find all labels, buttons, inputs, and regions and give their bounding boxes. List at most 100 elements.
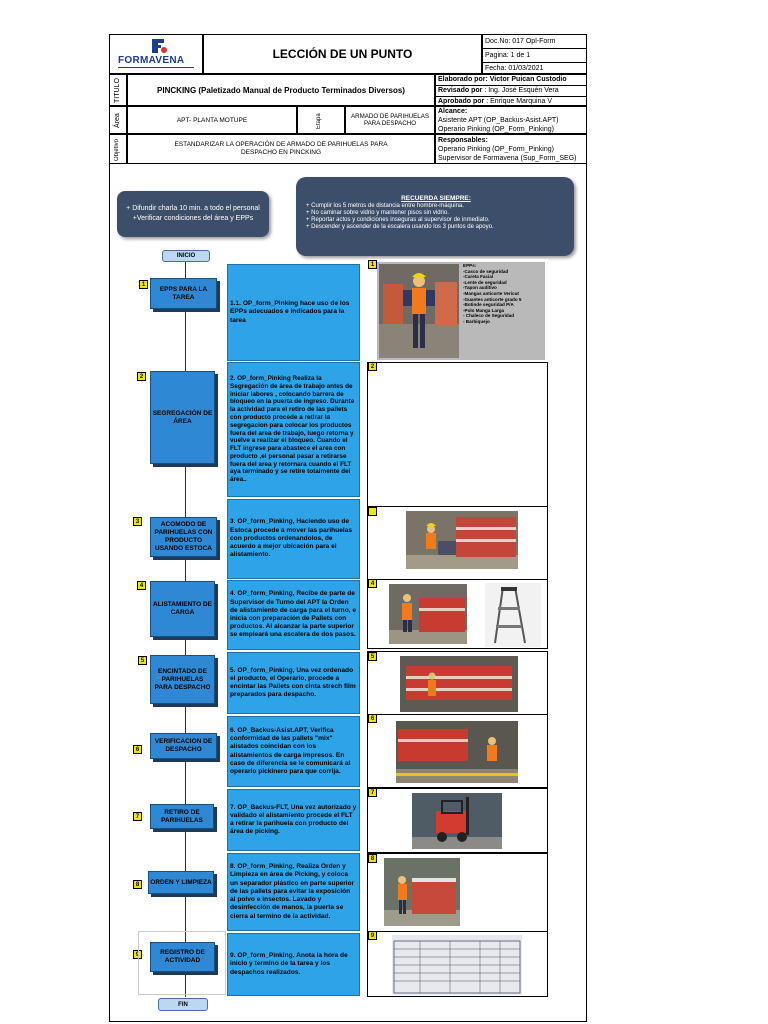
- image-box-5: [367, 651, 548, 716]
- notice-line-4: + Descender y ascender de la escalera us…: [306, 224, 494, 230]
- image-tag-7: 7: [368, 788, 377, 797]
- step-5-description: 5. OP_form_Pinking, Una vez ordenado el …: [227, 652, 360, 714]
- epps-item: -Lente de seguridad: [463, 279, 507, 285]
- area-label-cell: Área: [109, 106, 127, 134]
- image-box-4: [367, 579, 548, 649]
- responsables-cell: Responsables: Operario Pinking (OP_Form_…: [435, 134, 587, 164]
- activity-register-sheet-icon: [392, 935, 522, 995]
- epps-item: - Barbiquejo: [463, 318, 490, 324]
- approvals-divider-2: [436, 96, 586, 97]
- doc-date: Fecha: 01/03/2021: [485, 65, 544, 72]
- titulo-label: TITULO: [114, 78, 121, 103]
- logo-underline: [118, 67, 194, 68]
- elaborado-value: Victor Puican Custodio: [489, 76, 567, 83]
- step-7-description: 7. OP_Backus-FLT, Una vez autorizado y v…: [227, 789, 360, 851]
- epps-item: -Mangas anticorte Vericut: [463, 290, 519, 296]
- step-2-label: SEGREGACIÓN DE ÁREA: [152, 409, 213, 425]
- epps-item: -Tapon auditivo: [463, 285, 497, 291]
- objetivo-label: Objetivo: [114, 139, 120, 162]
- dispatch-verification-photo-icon: [396, 721, 518, 783]
- logo-text: FORMAVENA: [118, 55, 185, 66]
- epps-item: -Careta Facial: [463, 274, 494, 280]
- step-8-tag: 8: [133, 880, 142, 889]
- image-box-9: [367, 931, 548, 997]
- image-box-6: [367, 714, 548, 788]
- image-tag-8: 8: [368, 854, 377, 863]
- step-7-box: RETIRO DE PARIHUELAS: [150, 804, 214, 829]
- image-tag-2: 2: [368, 362, 377, 371]
- image-box-3: [367, 506, 548, 580]
- notice-right: RECUERDA SIEMPRE: + Cumplir los 5 metros…: [296, 177, 574, 256]
- notice-line-1: + Cumplir los 5 metros de distancia entr…: [306, 203, 464, 209]
- step-8-desc-text: 8. OP_form_Pinking, Realiza Orden y Limp…: [230, 863, 355, 920]
- aprobado-value: : Enrique Marquina V: [486, 98, 552, 105]
- epps-title: EPPs:: [463, 263, 477, 268]
- wrapping-pallets-photo-icon: [400, 656, 518, 712]
- step-ladder-icon: [485, 583, 541, 647]
- image-box-2: [367, 362, 548, 507]
- step-2-box: SEGREGACIÓN DE ÁREA: [150, 371, 215, 464]
- elaborado-label: Elaborado por:: [438, 76, 488, 83]
- approvals-divider-1: [436, 85, 586, 86]
- step-2-tag: 2: [137, 372, 146, 381]
- epps-list: EPPs: -Casco de seguridad -Careta Facial…: [463, 263, 521, 325]
- notice-left-text: + Difundir charla 10 min. a todo el pers…: [126, 205, 260, 222]
- step-4-desc-text: 4. OP_form_Pinking, Recibe de parte de S…: [230, 590, 357, 639]
- step-1-label: EPPS PARA LA TAREA: [159, 285, 208, 301]
- image-tag-4: 4: [368, 579, 377, 588]
- worker-epps-icon: [379, 264, 459, 358]
- logo-cell: FORMAVENA: [109, 34, 203, 74]
- alcance-label: Alcance:: [438, 108, 468, 115]
- titulo-value-cell: PINCKING (Paletizado Manual de Producto …: [127, 74, 435, 106]
- objetivo-value: ESTANDARIZAR LA OPERACIÓN DE ARMADO DE P…: [174, 141, 388, 156]
- pallet-loading-photo-icon: [389, 584, 467, 644]
- elaborado-row: Elaborado por: Victor Puican Custodio: [438, 75, 567, 84]
- image-box-1: EPPs: -Casco de seguridad -Careta Facial…: [367, 259, 548, 361]
- step-4-description: 4. OP_form_Pinking, Recibe de parte de S…: [227, 580, 360, 650]
- image-box-8: [367, 853, 548, 932]
- revisado-label: Revisado por: [438, 87, 483, 94]
- cleaning-area-photo-icon: [384, 858, 460, 926]
- doc-divider-2: [483, 62, 586, 63]
- notice-right-title: RECUERDA SIEMPRE:: [401, 195, 471, 202]
- alcance-line-1: Asistente APT (OP_Backus-Asist.APT): [438, 117, 559, 124]
- step-5-tag: 5: [138, 656, 147, 665]
- revisado-value: : Ing. José Esquén Vera: [484, 87, 559, 94]
- etapa-value: ARMADO DE PARIHUELAS PARA DESPACHO: [351, 112, 429, 128]
- etapa-label: Etapa: [316, 113, 322, 129]
- step-3-box: ACOMODO DE PARIHUELAS CON PRODUCTO USAND…: [150, 517, 217, 557]
- step-7-label: RETIRO DE PARIHUELAS: [161, 808, 203, 824]
- aprobado-label: Aprobado por: [438, 98, 485, 105]
- notice-line-2: + No caminar sobre vidrio y mantener pis…: [306, 210, 449, 216]
- aprobado-row: Aprobado por : Enrique Marquina V: [438, 97, 552, 106]
- image-tag-1: 1: [368, 260, 377, 269]
- step-3-desc-text: 3. OP_form_Pinking, Haciendo uso de Esto…: [230, 518, 353, 559]
- doc-divider-1: [483, 48, 586, 49]
- step-1-description: 1.1. OP_form_Pinking hace uso de los EPP…: [227, 264, 360, 361]
- step-9-tag: 9: [133, 950, 142, 959]
- step-6-box: VERIFICACION DE DESPACHO: [150, 733, 217, 759]
- image-box-7: [367, 788, 548, 853]
- doc-page: Pagina: 1 de 1: [485, 52, 531, 59]
- step-5-label: ENCINTADO DE PARIHUELAS PARA DESPACHO: [154, 667, 211, 691]
- step-5-box: ENCINTADO DE PARIHUELAS PARA DESPACHO: [150, 655, 215, 704]
- revisado-row: Revisado por : Ing. José Esquén Vera: [438, 86, 559, 95]
- objetivo-value-cell: ESTANDARIZAR LA OPERACIÓN DE ARMADO DE P…: [127, 134, 435, 164]
- step-3-tag: 3: [133, 517, 142, 526]
- doc-info-cell: Doc.No: 017 Opl-Form Pagina: 1 de 1 Fech…: [482, 34, 587, 74]
- responsables-line-2: Supervisor de Formavena (Sup_Form_SEG): [438, 155, 577, 162]
- responsables-line-1: Operario Pinking (OP_Form_Pinking): [438, 146, 554, 153]
- image-tag-5: 5: [368, 652, 377, 661]
- step-6-desc-text: 6. OP_Backus-Asist.APT, Verifica conform…: [230, 726, 351, 775]
- epps-item: - Chaleco de Seguridad: [463, 313, 515, 319]
- step-8-box: ORDEN Y LIMPIEZA: [148, 871, 214, 894]
- notice-left: + Difundir charla 10 min. a todo el pers…: [117, 191, 269, 237]
- step-8-description: 8. OP_form_Pinking, Realiza Orden y Limp…: [227, 853, 360, 931]
- step-8-label: ORDEN Y LIMPIEZA: [150, 878, 212, 886]
- epps-item: -Polo Manga Larga: [463, 307, 505, 313]
- titulo-value: PINCKING (Paletizado Manual de Producto …: [157, 85, 405, 95]
- step-5-desc-text: 5. OP_form_Pinking, Una vez ordenado el …: [230, 666, 356, 699]
- fin-terminator: FIN: [158, 998, 208, 1011]
- alcance-line-2: Operario Pinking (OP_Form_Pinking): [438, 126, 554, 133]
- etapa-value-cell: ARMADO DE PARIHUELAS PARA DESPACHO: [345, 106, 435, 134]
